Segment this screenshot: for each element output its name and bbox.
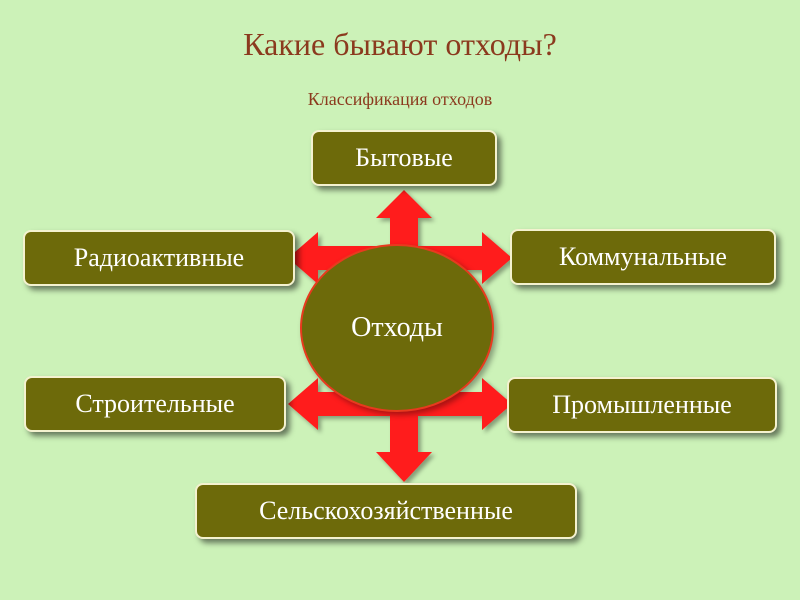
category-construction: Строительные xyxy=(24,376,286,432)
slide-subtitle: Классификация отходов xyxy=(307,89,493,109)
category-radioactive: Радиоактивные xyxy=(23,230,295,286)
up-arrow xyxy=(376,190,432,256)
slide-title: Какие бывают отходы? xyxy=(243,26,557,62)
category-household: Бытовые xyxy=(311,130,497,186)
category-agricultural: Сельскохозяйственные xyxy=(195,483,577,539)
subtitle-container: Классификация отходов xyxy=(300,84,500,130)
center-circle-waste: Отходы xyxy=(300,244,494,412)
down-arrow xyxy=(376,404,432,482)
category-communal: Коммунальные xyxy=(510,229,776,285)
category-industrial: Промышленные xyxy=(507,377,777,433)
